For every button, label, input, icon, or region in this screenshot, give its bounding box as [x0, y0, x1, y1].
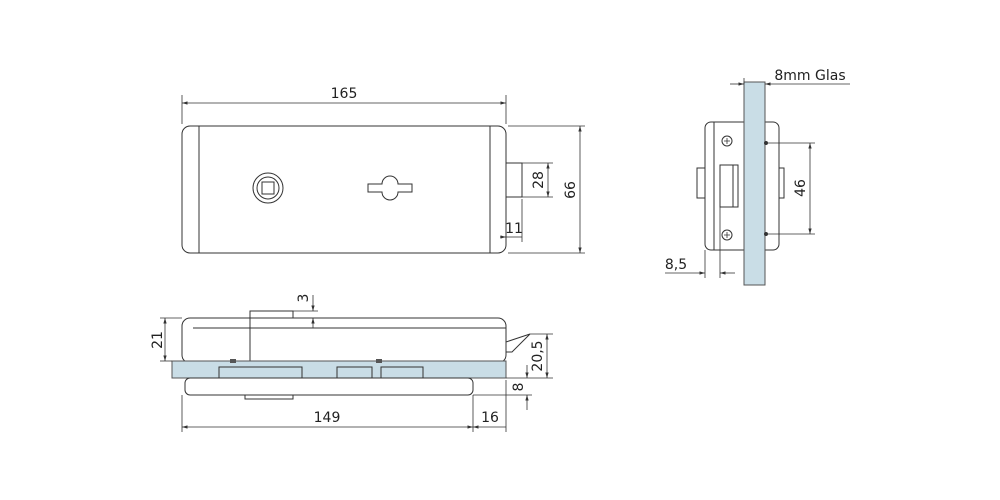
end-view: 8mm Glas 46 8,5	[665, 68, 850, 286]
dim-height: 66	[563, 181, 579, 199]
glass-label: 8mm Glas	[774, 68, 845, 84]
dim-latch-height: 28	[531, 171, 547, 189]
dim-bolt-offset: 3	[296, 294, 312, 303]
dim-body-height: 21	[150, 331, 166, 349]
latch	[505, 162, 523, 198]
dim-offset: 8,5	[665, 257, 687, 273]
keyhole	[367, 175, 413, 201]
end-body	[704, 121, 780, 251]
dim-screw-spacing: 46	[793, 179, 809, 197]
dim-overhang: 16	[481, 410, 499, 426]
dim-glass-thickness: 8	[511, 383, 527, 392]
front-view: 165 66 28 11	[181, 86, 585, 254]
lock-body	[181, 125, 507, 254]
side-body	[181, 317, 507, 364]
dim-counter-height: 20,5	[530, 340, 546, 371]
dim-inner-length: 149	[314, 410, 341, 426]
dim-latch-depth: 11	[505, 221, 523, 237]
glass-panel	[171, 360, 507, 379]
glass-section	[743, 81, 766, 286]
side-view: 3 21 20,5 8 149 16	[150, 294, 553, 432]
dim-width: 165	[331, 86, 358, 102]
